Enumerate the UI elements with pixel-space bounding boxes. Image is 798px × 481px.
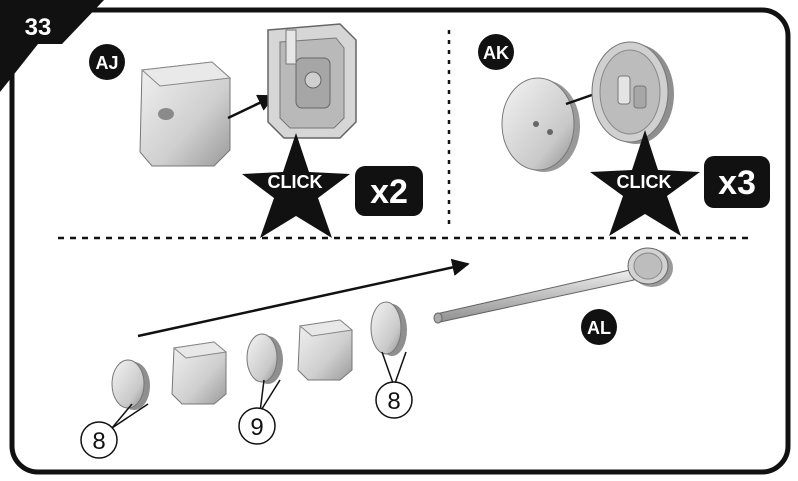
assembly-arrow-aj [227, 94, 276, 120]
step-number: 33 [25, 14, 52, 41]
badge-aj [89, 44, 125, 80]
callout-circle-1 [80, 421, 118, 459]
cube-part-2 [297, 319, 354, 381]
click-burst-ak-icon [590, 130, 700, 236]
callout-circle-2 [238, 407, 276, 445]
multiplier-badge-aj [355, 166, 423, 216]
cube-part [139, 61, 232, 167]
badge-aj-label: AJ [95, 53, 118, 73]
callout-leaders [111, 351, 407, 429]
multiplier-aj: x2 [370, 173, 408, 211]
disc-part-1 [111, 359, 150, 410]
cube-part-1 [171, 341, 228, 405]
disc-part-2 [246, 333, 283, 384]
multiplier-badge-ak [704, 156, 770, 208]
click-label-aj: CLICK [268, 172, 323, 192]
callout-1: 8 [92, 428, 105, 455]
badge-ak [478, 34, 514, 70]
multiplier-ak: x3 [718, 164, 756, 202]
panel-ak: AK CLICK x3 [478, 34, 770, 236]
badge-al [581, 309, 617, 345]
click-burst-aj-icon [242, 133, 350, 238]
panel-al: AL [80, 247, 673, 459]
panel-aj: AJ CLICK x2 [89, 23, 423, 238]
rod-part [433, 247, 673, 324]
badge-al-label: AL [587, 318, 611, 338]
disc-front-part [501, 77, 580, 172]
click-label-ak: CLICK [617, 172, 672, 192]
disc-part-3 [370, 301, 407, 356]
step-number-tab-tail [0, 44, 38, 92]
housing-part [267, 23, 357, 139]
disc-back-part [591, 41, 674, 144]
callout-3: 8 [387, 388, 400, 415]
step-number-tab [0, 0, 104, 44]
assembly-arrow-al [137, 258, 470, 338]
badge-ak-label: AK [483, 43, 509, 63]
callout-circle-3 [375, 381, 413, 419]
callout-2: 9 [250, 414, 263, 441]
